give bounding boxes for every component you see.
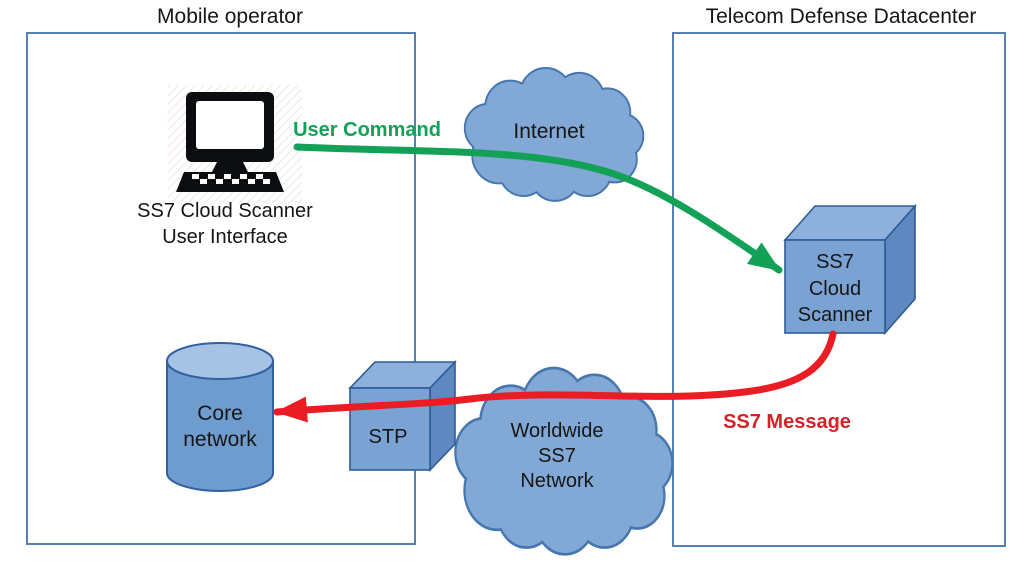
ss7-cloud-scanner-label-line3: Scanner — [798, 304, 873, 326]
core-network-cylinder-icon — [166, 342, 274, 492]
ss7-message-arrow — [273, 330, 837, 423]
ss7-cloud-scanner-label-line1: SS7 — [816, 251, 854, 273]
mobile-operator-title: Mobile operator — [157, 5, 303, 28]
core-network-label-line1: Core — [197, 402, 243, 425]
user-command-arrow — [293, 143, 783, 274]
user-interface-label-line1: SS7 Cloud Scanner — [137, 200, 313, 222]
ss7-cloud-scanner-label-line2: Cloud — [809, 278, 861, 300]
monitor-stand — [212, 162, 248, 172]
core-network-label-line2: network — [183, 428, 257, 451]
ss7-cloud-scanner-cube-icon — [783, 203, 917, 336]
user-interface-label-line2: User Interface — [162, 226, 288, 248]
ss7-message-label: SS7 Message — [723, 411, 851, 433]
desktop-computer-icon — [176, 92, 284, 192]
stp-label: STP — [369, 426, 408, 448]
internet-label: Internet — [513, 120, 584, 143]
worldwide-ss7-label-line3: Network — [520, 470, 594, 492]
user-command-label: User Command — [293, 119, 441, 141]
worldwide-ss7-label-line1: Worldwide — [511, 420, 604, 442]
monitor-screen — [196, 101, 264, 149]
datacenter-title: Telecom Defense Datacenter — [706, 5, 977, 28]
worldwide-ss7-label-line2: SS7 — [538, 445, 576, 467]
keyboard-keys — [192, 174, 270, 184]
stp-cube-icon — [348, 360, 457, 472]
